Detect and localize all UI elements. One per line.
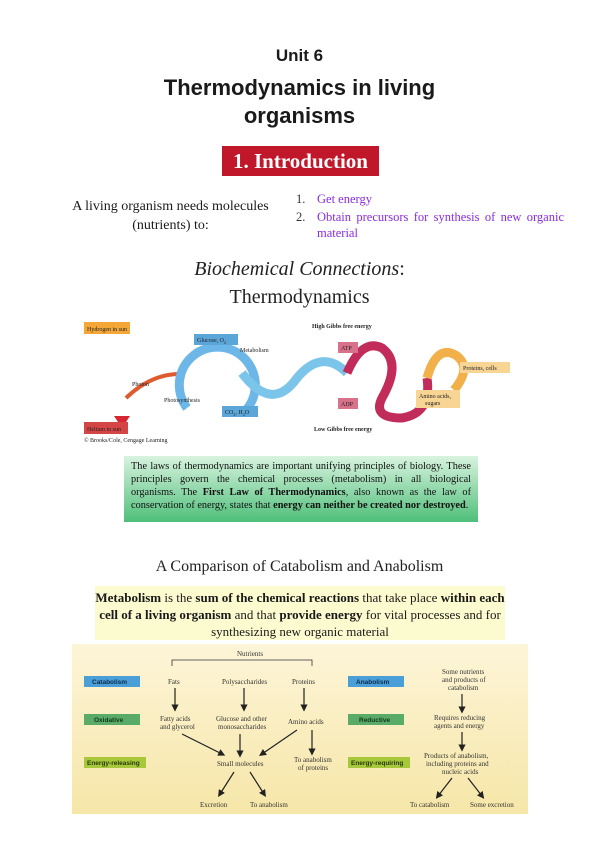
requires-label: Requires reducing	[434, 714, 486, 722]
synthesis-wave	[422, 348, 469, 393]
needs-line-2: (nutrients) to:	[132, 218, 209, 233]
agents-energy-label: agents and energy	[434, 722, 485, 730]
glucose-label: Glucose and other	[216, 715, 268, 723]
amino-label: Amino acids,	[419, 394, 451, 400]
energy-releasing-box	[84, 757, 146, 768]
biochem-colon: :	[399, 258, 405, 280]
adp-label: ADP	[341, 402, 354, 408]
hydrogen-label: Hydrogen in sun	[87, 327, 127, 333]
of-proteins-label: of proteins	[298, 764, 328, 772]
thermodynamics-figure: Hydrogen in sun Helium in sun Photon Glu…	[82, 318, 522, 446]
hydrogen-box	[84, 322, 130, 334]
polysaccharides-label: Polysaccharides	[222, 678, 267, 686]
oxidative-label: Oxidative	[94, 717, 124, 724]
arrow	[435, 777, 453, 799]
nutrients-bracket	[171, 659, 313, 666]
needs-line-1: A living organism needs molecules	[72, 199, 269, 214]
list-item: 1. Get energy	[296, 191, 564, 207]
section-title-introduction: 1. Introduction	[222, 146, 379, 176]
list-number: 1.	[296, 192, 306, 206]
arrow	[181, 733, 226, 756]
metabolism-wave	[238, 357, 351, 399]
glucose-label: Glucose, O2	[197, 338, 226, 345]
energy-requiring-box	[348, 757, 410, 768]
first-law-term: First Law of Thermodynamics	[202, 487, 346, 498]
co2-label: CO2, H2O	[225, 410, 250, 417]
biochem-title-italic: Biochemical Connections	[194, 258, 400, 280]
catabolism-box	[84, 676, 140, 687]
needs-text: A living organism needs molecules (nutri…	[58, 197, 283, 235]
products-of-label: and products of	[442, 676, 486, 684]
fatty-acids-label: Fatty acids	[160, 715, 191, 723]
arrow	[259, 729, 298, 757]
excretion-label: Excretion	[200, 801, 228, 809]
helium-box	[84, 422, 128, 434]
reductive-box	[348, 714, 404, 725]
atp-cycle	[342, 341, 433, 423]
glycerol-label: and glycerol	[160, 723, 195, 731]
energy-requiring-label: Energy-requiring	[351, 760, 403, 767]
glucose-box	[194, 334, 238, 345]
high-energy-label: High Gibbs free energy	[312, 324, 372, 330]
sugars-label: sugars	[425, 401, 441, 407]
photosynthesis-label: Photosynthesis	[164, 398, 201, 404]
catabolism-label: Catabolism	[92, 679, 127, 686]
list-text: Obtain precursors for synthesis of new o…	[317, 210, 564, 240]
list-text: Get energy	[317, 192, 372, 206]
thermodynamics-law-box: The laws of thermodynamics are important…	[124, 456, 478, 522]
title-line-2: organisms	[243, 103, 356, 128]
needs-list: 1. Get energy 2. Obtain precursors for syn…	[296, 191, 564, 243]
metabolism-definition: Metabolism is the sum of the chemical re…	[95, 586, 505, 640]
adp-box	[338, 398, 358, 409]
proteins-label: Proteins	[292, 678, 315, 686]
amino-box	[416, 390, 460, 408]
comparison-title: A Comparison of Catabolism and Anabolism	[155, 558, 444, 575]
oxidative-box	[84, 714, 140, 725]
products-anabolism-label: Products of anabolism,	[424, 752, 489, 760]
anabolism-box	[348, 676, 404, 687]
proteins-box	[460, 362, 510, 373]
list-item: 2. Obtain precursors for synthesis of new…	[296, 209, 564, 241]
reductive-label: Reductive	[359, 717, 390, 724]
nutrients-label: Nutrients	[237, 650, 263, 658]
arrow	[218, 771, 235, 798]
list-number: 2.	[296, 210, 306, 224]
arrow	[249, 771, 266, 798]
biochem-subtitle: Thermodynamics	[229, 286, 370, 308]
amino-acids-label: Amino acids	[288, 718, 324, 726]
monosaccharides-label: monosaccharides	[218, 723, 266, 731]
fats-label: Fats	[168, 678, 180, 686]
biochem-title: Biochemical Connections:	[0, 258, 599, 281]
helium-label: Helium in sun	[87, 427, 121, 433]
anabolism-label: Anabolism	[356, 679, 389, 686]
to-catabolism-label: To catabolism	[410, 801, 450, 809]
title-line-1: Thermodynamics in living	[163, 75, 436, 100]
catabolism-anabolism-figure: Nutrients Catabolism Oxidative Energy-re…	[72, 644, 528, 814]
to-anabolism-label: To anabolism	[250, 801, 288, 809]
first-law-statement: energy can neither be created nor destro…	[273, 500, 466, 511]
low-energy-label: Low Gibbs free energy	[314, 427, 372, 433]
copyright-label: © Brooks/Cole, Cengage Learning	[84, 437, 168, 444]
page-title: Thermodynamics in living organisms	[0, 74, 599, 130]
including-label: including proteins and	[426, 760, 489, 768]
photon-label: Photon	[132, 382, 149, 388]
catabolism-text-label: catabolism	[448, 684, 479, 692]
atp-label: ATP	[341, 346, 352, 352]
to-anabolism-proteins-label: To anabolism	[294, 756, 332, 764]
energy-releasing-label: Energy-releasing	[87, 760, 140, 767]
atp-box	[338, 342, 358, 353]
some-nutrients-label: Some nutrients	[442, 668, 484, 676]
unit-label: Unit 6	[275, 46, 324, 65]
proteins-label: Proteins, cells	[463, 366, 497, 372]
nucleic-acids-label: nucleic acids	[442, 768, 479, 776]
arrow	[467, 777, 485, 799]
metabolism-label: Metabolism	[240, 348, 269, 354]
co2-box	[222, 406, 258, 417]
some-excretion-label: Some excretion	[470, 801, 514, 809]
small-molecules-label: Small molecules	[217, 760, 264, 768]
